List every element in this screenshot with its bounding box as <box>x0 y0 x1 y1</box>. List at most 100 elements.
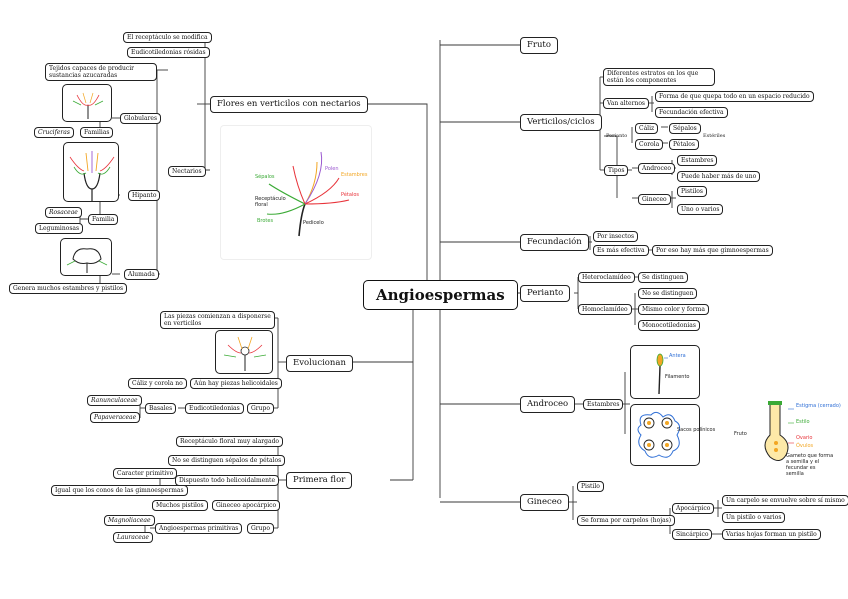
no-distinguen-flor-node[interactable]: No se distinguen sépalos de pétalos <box>168 455 286 466</box>
sketch-ovulos-label: Óvulos <box>796 443 814 449</box>
antera-label: Antera <box>669 353 686 359</box>
fruto-node[interactable]: Fruto <box>520 37 558 54</box>
flores-node[interactable]: Flores en verticilos con nectarios <box>210 96 368 113</box>
familia-node[interactable]: Familia <box>88 214 119 225</box>
eudicot-rosidas-node[interactable]: Eudicotiledonias rósidas <box>127 47 210 58</box>
receptaculo-modifica-node[interactable]: El receptáculo se modifica <box>123 32 212 43</box>
sacos-label: Sacos polínicos <box>677 427 716 433</box>
angio-primitivas-node[interactable]: Angioespermas primitivas <box>155 523 243 534</box>
stamen-image: Antera Filamento <box>630 345 700 399</box>
no-helicoidales-node[interactable]: Aún hay piezas helicoidales <box>190 378 282 389</box>
sketch-note-label: Gameto que forma a semilla y el fecundar… <box>786 453 834 477</box>
cruciferas-node[interactable]: Cruciferas <box>34 127 74 138</box>
estambres-type-node[interactable]: Estambres <box>677 155 718 166</box>
sketch-estigma-label: Estigma (cerrado) <box>796 403 841 409</box>
por-insectos-node[interactable]: Por insectos <box>593 231 639 242</box>
piezas-node[interactable]: Las piezas comienzan a disponerse en ver… <box>160 311 275 329</box>
diagram-receptaculo-label: Receptáculo floral <box>255 196 286 208</box>
diagram-polen-label: Polen <box>325 166 339 172</box>
gineceo-node[interactable]: Gineceo <box>520 494 569 511</box>
caliz-corola-node[interactable]: Cáliz y corola no <box>128 378 187 389</box>
pistilos-node[interactable]: Pistilos <box>677 186 707 197</box>
por-eso-node[interactable]: Por eso hay más que gimnoespermas <box>652 245 773 256</box>
fecundacion-node[interactable]: Fecundación <box>520 234 589 251</box>
esteriles-label: Estériles <box>703 133 726 139</box>
rosaceae-node[interactable]: Rosaceae <box>45 207 82 218</box>
grupo-flor-node[interactable]: Grupo <box>247 523 274 534</box>
sincarpico-node[interactable]: Sincárpico <box>672 529 713 540</box>
evolucionan-node[interactable]: Evolucionan <box>286 355 353 372</box>
apocarpico-node[interactable]: Apocárpico <box>672 503 715 514</box>
papaveraceae-node[interactable]: Papaveraceae <box>90 412 141 423</box>
globular-flower-image <box>62 84 112 122</box>
androceo-type-node[interactable]: Androceo <box>638 163 676 174</box>
se-distinguen-node[interactable]: Se distinguen <box>638 272 688 283</box>
anther-section-image: Sacos polínicos <box>630 404 715 466</box>
muchos-pistilos-node[interactable]: Muchos pistilos <box>152 500 208 511</box>
petalos-node[interactable]: Pétalos <box>669 139 699 150</box>
hipanto-flower-image <box>63 142 119 202</box>
pistilo-node[interactable]: Pistilo <box>577 481 604 492</box>
basales-node[interactable]: Basales <box>145 403 177 414</box>
sketch-fruto-label: Fruto <box>734 431 747 437</box>
diagram-petalos-label: Pétalos <box>341 192 359 198</box>
evolucionan-flower-image <box>215 330 273 374</box>
sepalos-node[interactable]: Sépalos <box>669 123 701 134</box>
perianto-node[interactable]: Perianto <box>520 285 571 302</box>
receptaculo-alargado-node[interactable]: Receptáculo floral muy alargado <box>176 436 284 447</box>
sketch-ovario-label: Ovario <box>796 435 813 441</box>
globulares-node[interactable]: Globulares <box>120 113 162 124</box>
no-distinguen-node[interactable]: No se distinguen <box>638 288 698 299</box>
diagram-sepalos-label: Sépalos <box>255 174 275 180</box>
carpelo-envuelve-node[interactable]: Un carpelo se envuelve sobre sí mismo <box>722 495 848 506</box>
estratos-node[interactable]: Diferentes estratos en los que están los… <box>603 68 715 86</box>
flower-diagram: Sépalos Polen Estambres Pétalos Receptác… <box>220 125 372 260</box>
filamento-label: Filamento <box>665 374 690 380</box>
gineceo-type-node[interactable]: Gineceo <box>638 194 671 205</box>
igual-conos-node[interactable]: Igual que los conos de las gimnoespermas <box>51 485 188 496</box>
van-alternos-node[interactable]: Van alternos <box>603 98 650 109</box>
primera-flor-node[interactable]: Primera flor <box>286 472 353 489</box>
pistil-sketch: Fruto Estigma (cerrado) Estilo Ovario Óv… <box>730 395 841 477</box>
forma-node[interactable]: Forma de que quepa todo en un espacio re… <box>655 91 814 102</box>
caracter-node[interactable]: Caracter primitivo <box>113 468 178 479</box>
caliz-node[interactable]: Cáliz <box>635 123 659 134</box>
corola-node[interactable]: Corola <box>635 139 664 150</box>
eudicot-evo-node[interactable]: Eudicotiledonias <box>185 403 244 414</box>
lauraceae-node[interactable]: Lauraceae <box>113 532 153 543</box>
carpelos-node[interactable]: Se forma por carpelos (hojas) <box>577 515 676 526</box>
mismo-color-node[interactable]: Mismo color y forma <box>638 304 709 315</box>
familias-node[interactable]: Familias <box>80 127 114 138</box>
alumada-node[interactable]: Alumada <box>124 269 159 280</box>
magnoliaceae-node[interactable]: Magnoliaceae <box>104 515 155 526</box>
varias-hojas-node[interactable]: Varias hojas forman un pistilo <box>722 529 821 540</box>
gineceo-apo-node[interactable]: Gineceo apocárpico <box>212 500 281 511</box>
puede-haber-node[interactable]: Puede haber más de uno <box>677 171 761 182</box>
un-pistilo-node[interactable]: Un pistilo o varios <box>722 512 786 523</box>
monocot-node[interactable]: Monocotiledonias <box>638 320 700 331</box>
homoclamideo-node[interactable]: Homoclamídeo <box>578 304 632 315</box>
dispuesto-node[interactable]: Dispuesto todo helicoidalmente <box>175 475 280 486</box>
heteroclamideo-node[interactable]: Heteroclamídeo <box>578 272 635 283</box>
mas-efectiva-node[interactable]: Es más efectiva <box>593 245 649 256</box>
nectarios-node[interactable]: Nectarios <box>168 166 206 177</box>
uno-varios-node[interactable]: Uno o varios <box>677 204 724 215</box>
estambres-node[interactable]: Estambres <box>583 399 624 410</box>
grupo-evo-node[interactable]: Grupo <box>247 403 274 414</box>
perianto-label: Perianto <box>606 133 628 139</box>
hipanto-node[interactable]: Hipanto <box>128 190 161 201</box>
genera-node[interactable]: Genera muchos estambres y pistilos <box>9 283 128 294</box>
ranunculaceae-node[interactable]: Ranunculaceae <box>87 395 142 406</box>
leguminosas-node[interactable]: Leguminosas <box>35 223 84 234</box>
tipos-node[interactable]: Tipos <box>604 165 629 176</box>
diagram-brotes-label: Brotes <box>257 218 274 224</box>
tejidos-node[interactable]: Tejidos capaces de producir sustancias a… <box>45 63 157 81</box>
sketch-estilo-label: Estilo <box>796 419 810 425</box>
verticilos-node[interactable]: Verticilos/ciclos <box>520 114 602 131</box>
root-node[interactable]: Angioespermas <box>363 280 518 310</box>
diagram-estambres-label: Estambres <box>341 172 368 178</box>
fecundacion-efectiva-node[interactable]: Fecundación efectiva <box>655 107 728 118</box>
androceo-node[interactable]: Androceo <box>520 396 576 413</box>
diagram-pedicelo-label: Pedicelo <box>303 220 324 226</box>
